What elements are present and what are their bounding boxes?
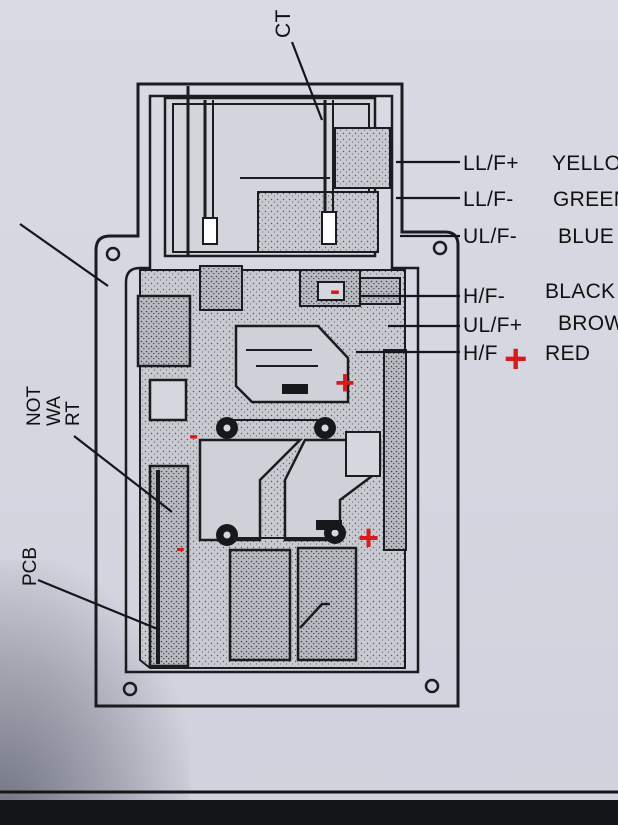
mounting-plate [94, 82, 460, 708]
circuit-board [136, 265, 407, 669]
leader-lines [19, 41, 460, 632]
wire-label-code: H/F [463, 342, 498, 365]
wire-label-color: RED [545, 342, 590, 365]
wire-label-list: LL/F+ YELLO LL/F- GREEN UL/F- BLUE H/F- … [463, 152, 618, 365]
mounting-hole [432, 240, 448, 256]
side-label-pcb: PCB [20, 547, 41, 586]
page-edge [0, 800, 618, 825]
ct-label: CT [272, 9, 295, 38]
side-label-not: NOT [24, 386, 45, 427]
wire-label-color: BLACK [545, 280, 615, 303]
mounting-hole [424, 678, 440, 694]
wire-label-color: YELLO [552, 152, 618, 175]
wire-label-code: LL/F+ [463, 152, 519, 175]
wire-label-code: H/F- [463, 285, 505, 308]
polarity-marks: + - + - - + [176, 274, 527, 562]
board-outline [124, 94, 420, 674]
red-plus-mark: + [335, 364, 355, 402]
side-label-rt: RT [63, 401, 84, 426]
wire-label-color: BROW [558, 312, 618, 335]
red-minus-mark: - [330, 274, 340, 307]
wire-label-code: UL/F+ [463, 314, 522, 337]
red-plus-mark: + [504, 337, 527, 381]
wire-label-code: UL/F- [463, 225, 517, 248]
terminal-lugs [216, 384, 346, 546]
mounting-hole [122, 681, 138, 697]
red-plus-mark: + [358, 517, 379, 558]
red-minus-mark: - [189, 419, 198, 450]
current-transformer [163, 86, 391, 258]
side-label-wa: WA [44, 396, 65, 426]
mounting-hole [105, 246, 121, 262]
wire-label-code: LL/F- [463, 188, 514, 211]
wire-label-color: BLUE [558, 225, 614, 248]
wire-label-color: GREEN [553, 188, 618, 211]
red-minus-mark: - [176, 532, 185, 562]
